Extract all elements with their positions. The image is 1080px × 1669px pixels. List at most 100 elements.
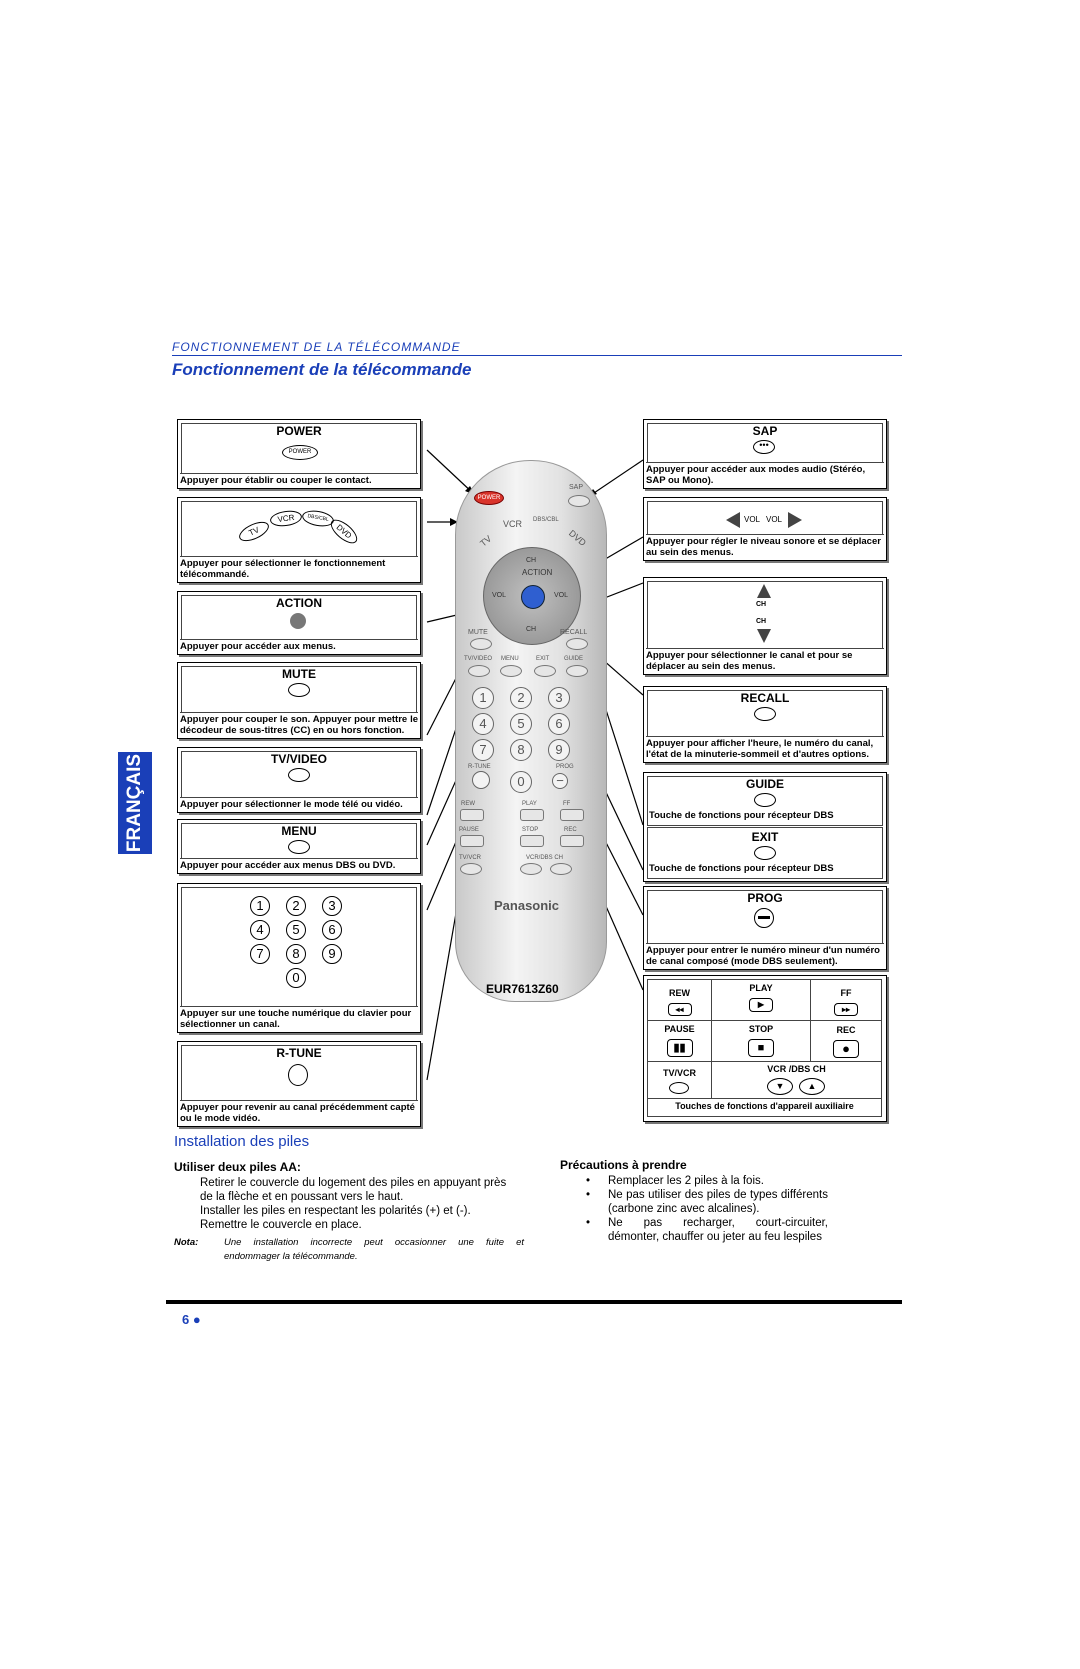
remote-ch-up-button[interactable] [550,863,572,875]
vol-down-icon [726,512,740,528]
rtune-icon [288,1064,308,1086]
remote-rec-button[interactable] [560,835,584,847]
digit-7-icon: 7 [250,944,270,964]
exit-icon [754,846,776,860]
remote-digit-0[interactable]: 0 [510,771,532,793]
recall-icon [754,707,776,721]
remote-ff-label: FF [563,801,571,807]
aux-box: REW ◂◂ PLAY ▶ FF ▸▸ PAUSE ▮▮ STOP ■ REC … [643,975,887,1122]
prog-title: PROG [747,891,783,905]
sap-desc: Appuyer pour accéder aux modes audio (St… [646,462,884,486]
remote-digit-9[interactable]: 9 [548,739,570,761]
remote-digit-6[interactable]: 6 [548,713,570,735]
digit-8-icon: 8 [286,944,306,964]
rtune-box: R-TUNE Appuyer pour revenir au canal pré… [177,1041,421,1127]
remote-dbs-button[interactable]: DBS/CBL [533,517,559,523]
remote-sap-button[interactable] [568,495,590,507]
remote-vcrdbs-label: VCR/DBS CH [526,855,564,861]
bullet-2: • [586,1189,591,1201]
remote-rew-label: REW [461,801,475,807]
remote-play-button[interactable] [520,809,544,821]
remote-tvvcr-label: TV/VCR [459,855,482,861]
ch-down-label: CH [756,618,767,625]
sap-icon: ••• [753,440,775,454]
remote-pause-button[interactable] [460,835,484,847]
digit-9-icon: 9 [322,944,342,964]
ch-up-label: CH [756,601,767,608]
remote-control: POWER SAP TV VCR DBS/CBL DVD CH ACTION V… [455,460,607,1002]
ch-box: CH CH Appuyer pour sélectionner le canal… [643,577,887,675]
remote-digit-4[interactable]: 4 [472,713,494,735]
sap-title: SAP [752,424,778,438]
precaution-item-3: Ne pas recharger, court-circuiter, démon… [608,1217,828,1243]
remote-rtune-label: R-TUNE [468,764,491,770]
sap-box: SAP ••• Appuyer pour accéder aux modes a… [643,419,887,489]
remote-power-button[interactable]: POWER [474,491,504,505]
nota-label: Nota: [174,1237,199,1248]
aux-desc: Touches de fonctions d'appareil auxiliai… [647,1098,882,1117]
remote-action-button[interactable] [521,585,545,609]
remote-digit-2[interactable]: 2 [510,687,532,709]
remote-digit-5[interactable]: 5 [510,713,532,735]
language-tab: FRANÇAIS [118,752,152,854]
remote-rew-button[interactable] [460,809,484,821]
rec-icon: ● [833,1040,859,1058]
ff-icon: ▸▸ [834,1003,858,1016]
digit-6-icon: 6 [322,920,342,940]
digit-2-icon: 2 [286,896,306,916]
tvvideo-icon [288,768,310,782]
section-header: Fonctionnement de la télécommande [172,340,461,354]
precaution-item-2: Ne pas utiliser des piles de types diffé… [608,1189,828,1215]
remote-prog-label: PROG [556,764,574,770]
ch-down-icon [757,629,771,643]
installation-line-4: Remettre le couvercle en place. [200,1219,362,1231]
header-rule [172,355,902,356]
remote-tvvcr-button[interactable] [460,863,482,875]
remote-tv-button[interactable]: TV [478,533,494,549]
remote-recall-button[interactable] [566,638,588,650]
remote-recall-label: RECALL [560,629,588,636]
remote-digit-7[interactable]: 7 [472,739,494,761]
remote-digit-8[interactable]: 8 [510,739,532,761]
remote-rtune-button[interactable] [472,771,490,789]
precautions-title: Précautions à prendre [560,1158,687,1172]
remote-ch-down-button[interactable] [520,863,542,875]
remote-guide-button[interactable] [566,665,588,677]
tvvideo-desc: Appuyer pour sélectionner le mode télé o… [180,797,418,810]
stop-icon: ■ [748,1039,774,1057]
play-icon: ▶ [749,998,773,1012]
remote-exit-button[interactable] [534,665,556,677]
installation-title: Installation des piles [174,1133,310,1150]
menu-icon [288,840,310,854]
mode-box: TV VCR DBS/CBL DVD Appuyer pour sélectio… [177,497,421,583]
remote-rec-label: REC [564,827,577,833]
remote-nav-ring[interactable]: CH ACTION VOL VOL CH [483,547,581,645]
mute-title: MUTE [282,667,316,681]
remote-ff-button[interactable] [560,809,584,821]
remote-digit-1[interactable]: 1 [472,687,494,709]
remote-vcr-button[interactable]: VCR [503,519,523,529]
power-desc: Appuyer pour établir ou couper le contac… [180,473,418,486]
action-title: ACTION [276,596,322,610]
page-number: 6 ● [182,1312,201,1327]
remote-digit-3[interactable]: 3 [548,687,570,709]
installation-line-1: Retirer le couvercle du logement des pil… [200,1177,507,1189]
remote-menu-button[interactable] [500,665,522,677]
installation-subtitle: Utiliser deux piles AA: [174,1160,301,1174]
remote-stop-button[interactable] [520,835,544,847]
pause-icon: ▮▮ [666,1039,693,1057]
exit-desc: Touche de fonctions pour récepteur DBS [649,863,834,874]
action-desc: Appuyer pour accéder aux menus. [180,639,418,652]
remote-tvvideo-button[interactable] [468,665,490,677]
installation-line-3: Installer les piles en respectant les po… [200,1205,471,1217]
remote-tvvideo-label: TV/VIDEO [464,656,493,662]
remote-mute-button[interactable] [470,638,492,650]
numeric-desc: Appuyer sur une touche numérique du clav… [180,1006,418,1030]
vol-desc: Appuyer pour régler le niveau sonore et … [646,534,884,558]
remote-sap-label: SAP [569,484,584,491]
mute-desc: Appuyer pour couper le son. Appuyer pour… [180,712,418,736]
remote-dvd-button[interactable]: DVD [567,528,589,548]
remote-menu-label: MENU [501,656,519,662]
remote-prog-button[interactable]: − [552,773,568,789]
remote-guide-label: GUIDE [564,656,584,662]
